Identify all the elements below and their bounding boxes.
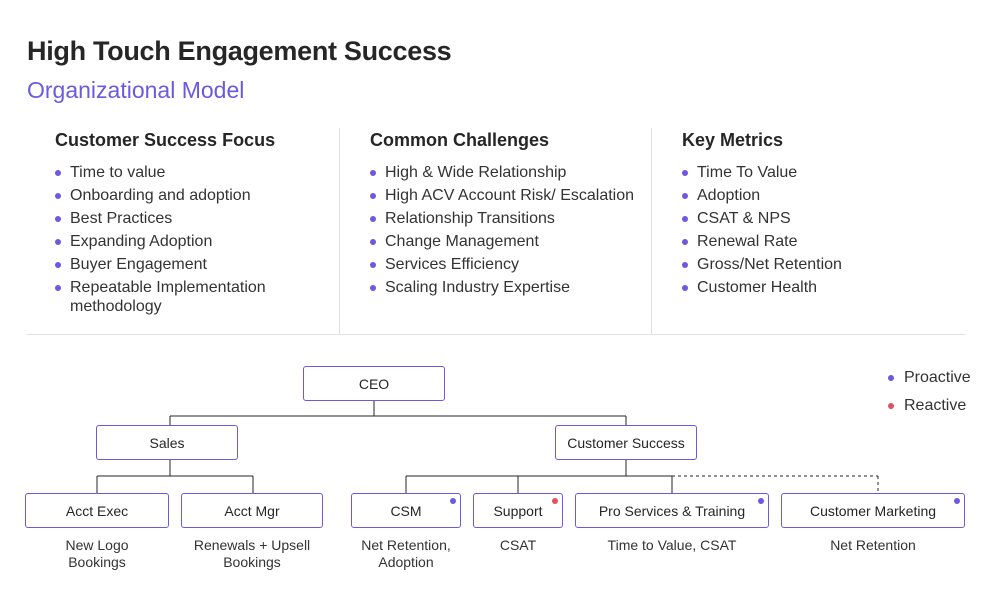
customer-success-label: Customer Success <box>567 434 685 451</box>
acct-mgr-metric: Renewals + Upsell Bookings <box>193 537 311 570</box>
metrics-list: Time To Value Adoption CSAT & NPS Renewa… <box>682 163 962 297</box>
sales-label: Sales <box>149 434 185 451</box>
acct-exec-metric: New Logo Bookings <box>65 537 129 570</box>
reactive-dot <box>552 498 558 504</box>
sales-box: Sales <box>96 425 238 460</box>
list-item: High ACV Account Risk/ Escalation <box>370 186 635 205</box>
csm-label: CSM <box>390 502 422 519</box>
customer-marketing-box: Customer Marketing <box>781 493 965 528</box>
list-item: Repeatable Implementation methodology <box>55 278 325 316</box>
list-item: Renewal Rate <box>682 232 962 251</box>
list-item: Onboarding and adoption <box>55 186 325 205</box>
reactive-legend-dot <box>888 403 894 409</box>
support-label: Support <box>493 502 543 519</box>
proactive-dot <box>450 498 456 504</box>
list-item: CSAT & NPS <box>682 209 962 228</box>
pro-services-box: Pro Services & Training <box>575 493 769 528</box>
list-item: Buyer Engagement <box>55 255 325 274</box>
legend-proactive: Proactive <box>888 369 971 387</box>
customer-marketing-label: Customer Marketing <box>809 502 937 519</box>
focus-list: Time to value Onboarding and adoption Be… <box>55 163 325 316</box>
page-subtitle: Organizational Model <box>27 77 245 103</box>
acct-mgr-box: Acct Mgr <box>181 493 323 528</box>
column-divider <box>651 128 652 334</box>
proactive-dot <box>758 498 764 504</box>
legend-reactive: Reactive <box>888 397 966 415</box>
acct-exec-label: Acct Exec <box>65 502 129 519</box>
list-item: Relationship Transitions <box>370 209 635 228</box>
list-item: Gross/Net Retention <box>682 255 962 274</box>
proactive-dot <box>954 498 960 504</box>
column-divider <box>339 128 340 334</box>
page-title: High Touch Engagement Success <box>27 36 452 66</box>
customer-marketing-metric: Net Retention <box>830 537 916 553</box>
focus-heading: Customer Success Focus <box>55 130 276 150</box>
list-item: High & Wide Relationship <box>370 163 635 182</box>
list-item: Scaling Industry Expertise <box>370 278 635 297</box>
list-item: Best Practices <box>55 209 325 228</box>
metrics-heading: Key Metrics <box>682 130 784 150</box>
challenges-list: High & Wide Relationship High ACV Accoun… <box>370 163 635 297</box>
proactive-legend-dot <box>888 375 894 381</box>
focus-column: Customer Success Focus Time to value Onb… <box>55 130 325 320</box>
customer-success-box: Customer Success <box>555 425 697 460</box>
pro-services-metric: Time to Value, CSAT <box>607 537 737 553</box>
list-item: Customer Health <box>682 278 962 297</box>
csm-box: CSM <box>351 493 461 528</box>
list-item: Expanding Adoption <box>55 232 325 251</box>
challenges-heading: Common Challenges <box>370 130 550 150</box>
list-item: Services Efficiency <box>370 255 635 274</box>
acct-mgr-label: Acct Mgr <box>224 502 280 519</box>
support-metric: CSAT <box>499 537 537 553</box>
csm-metric: Net Retention, Adoption <box>361 537 451 570</box>
support-box: Support <box>473 493 563 528</box>
pro-services-label: Pro Services & Training <box>598 502 746 519</box>
list-item: Change Management <box>370 232 635 251</box>
ceo-box: CEO <box>303 366 445 401</box>
acct-exec-box: Acct Exec <box>25 493 169 528</box>
ceo-label: CEO <box>358 375 390 392</box>
list-item: Adoption <box>682 186 962 205</box>
list-item: Time To Value <box>682 163 962 182</box>
metrics-column: Key Metrics Time To Value Adoption CSAT … <box>682 130 962 301</box>
section-divider <box>27 334 965 335</box>
list-item: Time to value <box>55 163 325 182</box>
proactive-legend-label: Proactive <box>904 369 971 386</box>
reactive-legend-label: Reactive <box>904 397 967 414</box>
challenges-column: Common Challenges High & Wide Relationsh… <box>370 130 635 301</box>
